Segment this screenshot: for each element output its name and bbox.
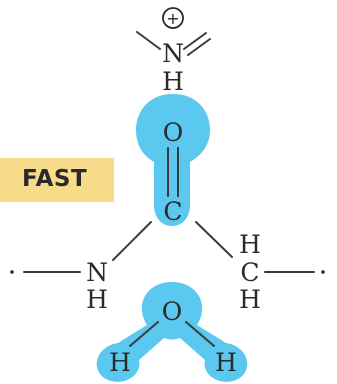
atom-n-top: N: [162, 39, 184, 68]
right-chain-dot: [321, 270, 325, 274]
atoms: N H O C N H H C H O H H: [86, 39, 261, 377]
charge-circle: [162, 7, 184, 29]
positive-charge: +: [162, 7, 184, 29]
bond-n-double-a: [183, 32, 207, 50]
charge-sign: +: [166, 9, 179, 28]
atom-amide-h: H: [86, 285, 108, 314]
chain-dots: [10, 270, 325, 274]
bond-n-double-b: [187, 38, 211, 56]
atom-water-h-left: H: [109, 348, 131, 377]
left-chain-dot: [10, 270, 14, 274]
atom-amide-n: N: [86, 258, 108, 287]
atom-water-o: O: [162, 297, 183, 326]
bond-c-ca: [195, 221, 233, 258]
atom-ca-c: C: [240, 258, 259, 287]
fast-label-box: [0, 158, 114, 202]
bond-water-right: [185, 321, 215, 347]
atom-carbonyl-o: O: [163, 118, 184, 147]
bonds: [23, 31, 315, 347]
atom-n-top-h: H: [162, 67, 184, 96]
atom-carbon: C: [163, 197, 182, 226]
fast-label: FAST: [22, 166, 88, 192]
bond-water-left: [129, 321, 159, 347]
carbonyl-highlight: [136, 94, 210, 226]
bond-c-n: [112, 221, 152, 261]
atom-ca-h-bottom: H: [239, 285, 261, 314]
atom-water-h-right: H: [215, 348, 237, 377]
highlight-blobs: [96, 94, 248, 382]
water-highlight: [96, 282, 248, 382]
atom-ca-h-top: H: [239, 230, 261, 259]
bond-n-left: [136, 31, 161, 50]
